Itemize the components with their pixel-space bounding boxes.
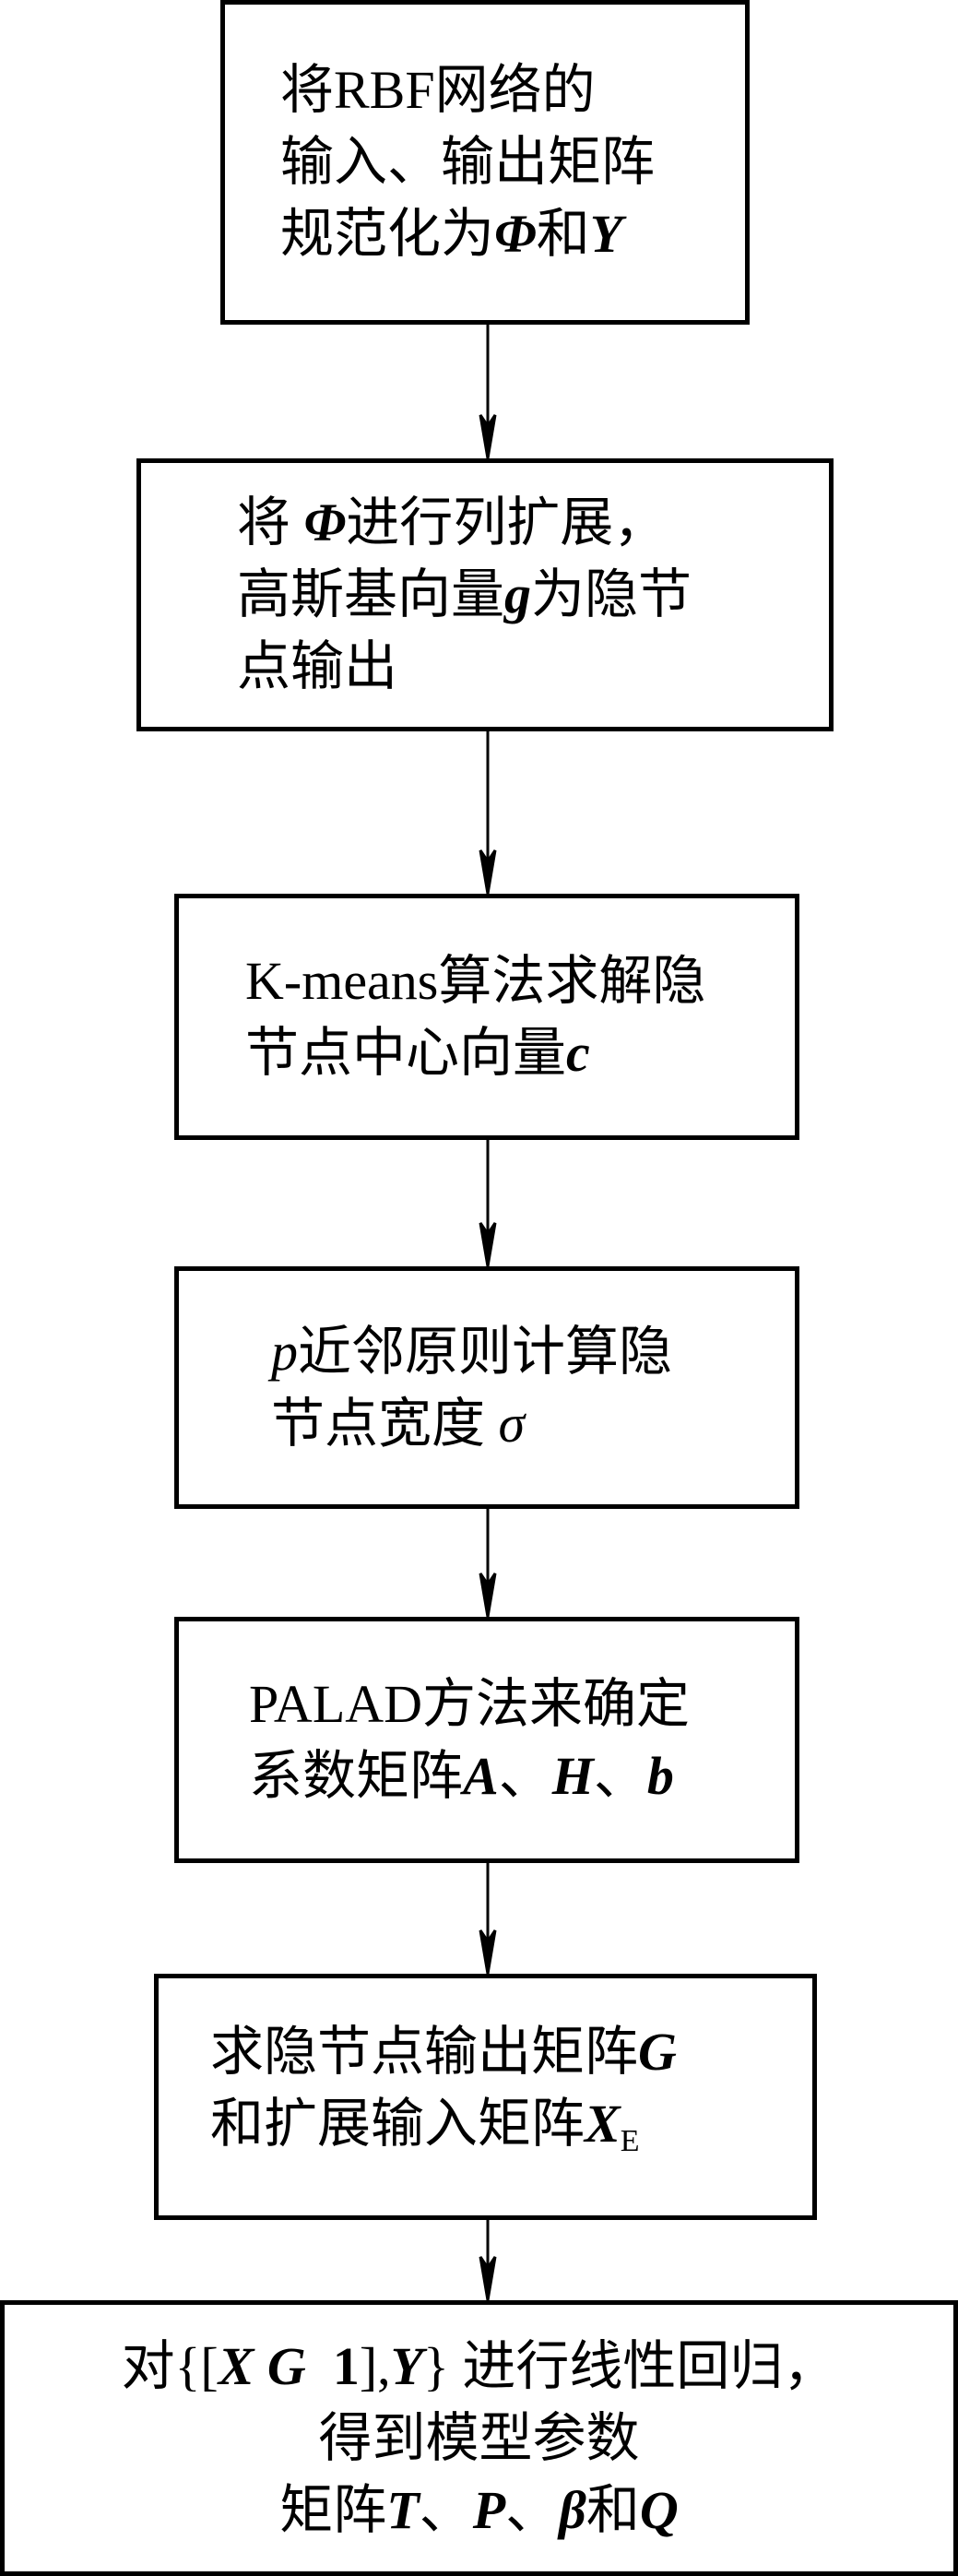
p-symbol: p (271, 1321, 298, 1382)
text: } 进行线性回归， (423, 2335, 837, 2396)
text: 系数矩阵 (249, 1745, 464, 1806)
step-5-line-1: PALAD方法来确定 (249, 1673, 691, 1734)
arrowhead-3-4 (479, 1222, 497, 1267)
step-5-line-2: 系数矩阵A、H、b (249, 1740, 795, 1812)
g-symbol: G (266, 2335, 306, 2396)
sigma-symbol: σ (498, 1393, 526, 1454)
step-4-width: p近邻原则计算隐 节点宽度 σ (174, 1266, 799, 1509)
step-2-line-2: 高斯基向量g为隐节 (237, 559, 829, 631)
x-symbol: X (218, 2335, 254, 2396)
text: 和扩展输入矩阵 (210, 2094, 585, 2154)
step-2-line-3: 点输出 (237, 636, 398, 696)
step-3-line-2: 节点中心向量c (245, 1017, 795, 1089)
t-symbol: T (386, 2479, 420, 2540)
text: 节点宽度 (271, 1393, 499, 1454)
a-symbol: A (463, 1745, 499, 1806)
step-2-expand: 将 Φ进行列扩展， 高斯基向量g为隐节 点输出 (136, 458, 834, 731)
step-1-line-3: 规范化为Φ和Y (280, 198, 745, 270)
arrowhead-4-5 (479, 1573, 497, 1618)
h-symbol: H (551, 1745, 594, 1806)
p-symbol: P (472, 2479, 506, 2540)
y-symbol: Y (589, 204, 623, 264)
arrowhead-1-2 (479, 414, 497, 459)
step-7-line-2: 得到模型参数 (318, 2407, 640, 2468)
separator: 、 (419, 2479, 473, 2540)
step-4-line-2: 节点宽度 σ (271, 1388, 795, 1460)
separator: 、 (498, 1745, 552, 1806)
arrowhead-2-3 (479, 849, 497, 895)
text: 和 (585, 2479, 640, 2540)
text: 将 (237, 493, 304, 552)
arrowhead-6-7 (479, 2256, 497, 2301)
g-matrix-symbol: G (638, 2022, 677, 2082)
text: 高斯基向量 (237, 564, 505, 624)
step-3-kmeans: K-means算法求解隐 节点中心向量c (174, 894, 799, 1140)
c-symbol: c (566, 1022, 590, 1083)
e-subscript: E (620, 2124, 640, 2158)
step-7-regression: 对{[X G 1],Y} 进行线性回归， 得到模型参数 矩阵T、P、β和Q (0, 2300, 958, 2576)
text: 近邻原则计算隐 (298, 1321, 673, 1382)
text: 规范化为 (280, 204, 495, 264)
step-1-normalize: 将RBF网络的 输入、输出矩阵 规范化为Φ和Y (220, 0, 750, 325)
text: ], (359, 2335, 391, 2396)
y-symbol: Y (390, 2335, 424, 2396)
step-3-line-1: K-means算法求解隐 (245, 950, 706, 1011)
step-2-line-1: 将 Φ进行列扩展， (237, 487, 829, 559)
text: 求隐节点输出矩阵 (210, 2022, 639, 2082)
text: 节点中心向量 (245, 1022, 567, 1083)
step-6-line-2: 和扩展输入矩阵XE (210, 2088, 812, 2178)
text: 为隐节 (531, 564, 692, 624)
text: 和 (536, 204, 590, 264)
arrowhead-5-6 (479, 1929, 497, 1975)
step-4-line-1: p近邻原则计算隐 (271, 1316, 795, 1388)
step-1-line-1: 将RBF网络的 (280, 60, 596, 120)
phi-symbol: Φ (494, 204, 537, 264)
g-symbol: g (504, 564, 532, 624)
b-symbol: b (646, 1745, 674, 1806)
separator: 、 (505, 2479, 560, 2540)
step-5-palad: PALAD方法来确定 系数矩阵A、H、b (174, 1617, 799, 1863)
text: 进行列扩展， (346, 493, 668, 552)
step-1-line-2: 输入、输出矩阵 (280, 132, 656, 192)
beta-symbol: β (559, 2479, 586, 2540)
step-6-line-1: 求隐节点输出矩阵G (210, 2016, 812, 2088)
x-symbol: X (585, 2094, 621, 2154)
text: 对{[ (121, 2335, 219, 2396)
text: 矩阵 (279, 2479, 387, 2540)
step-7-line-1: 对{[X G 1],Y} 进行线性回归， (5, 2331, 953, 2403)
q-symbol: Q (639, 2479, 679, 2540)
step-6-hidden-output: 求隐节点输出矩阵G 和扩展输入矩阵XE (154, 1974, 817, 2220)
phi-symbol: Φ (303, 493, 347, 552)
one-symbol: 1 (332, 2335, 360, 2396)
step-7-line-3: 矩阵T、P、β和Q (5, 2475, 953, 2546)
separator: 、 (593, 1745, 647, 1806)
